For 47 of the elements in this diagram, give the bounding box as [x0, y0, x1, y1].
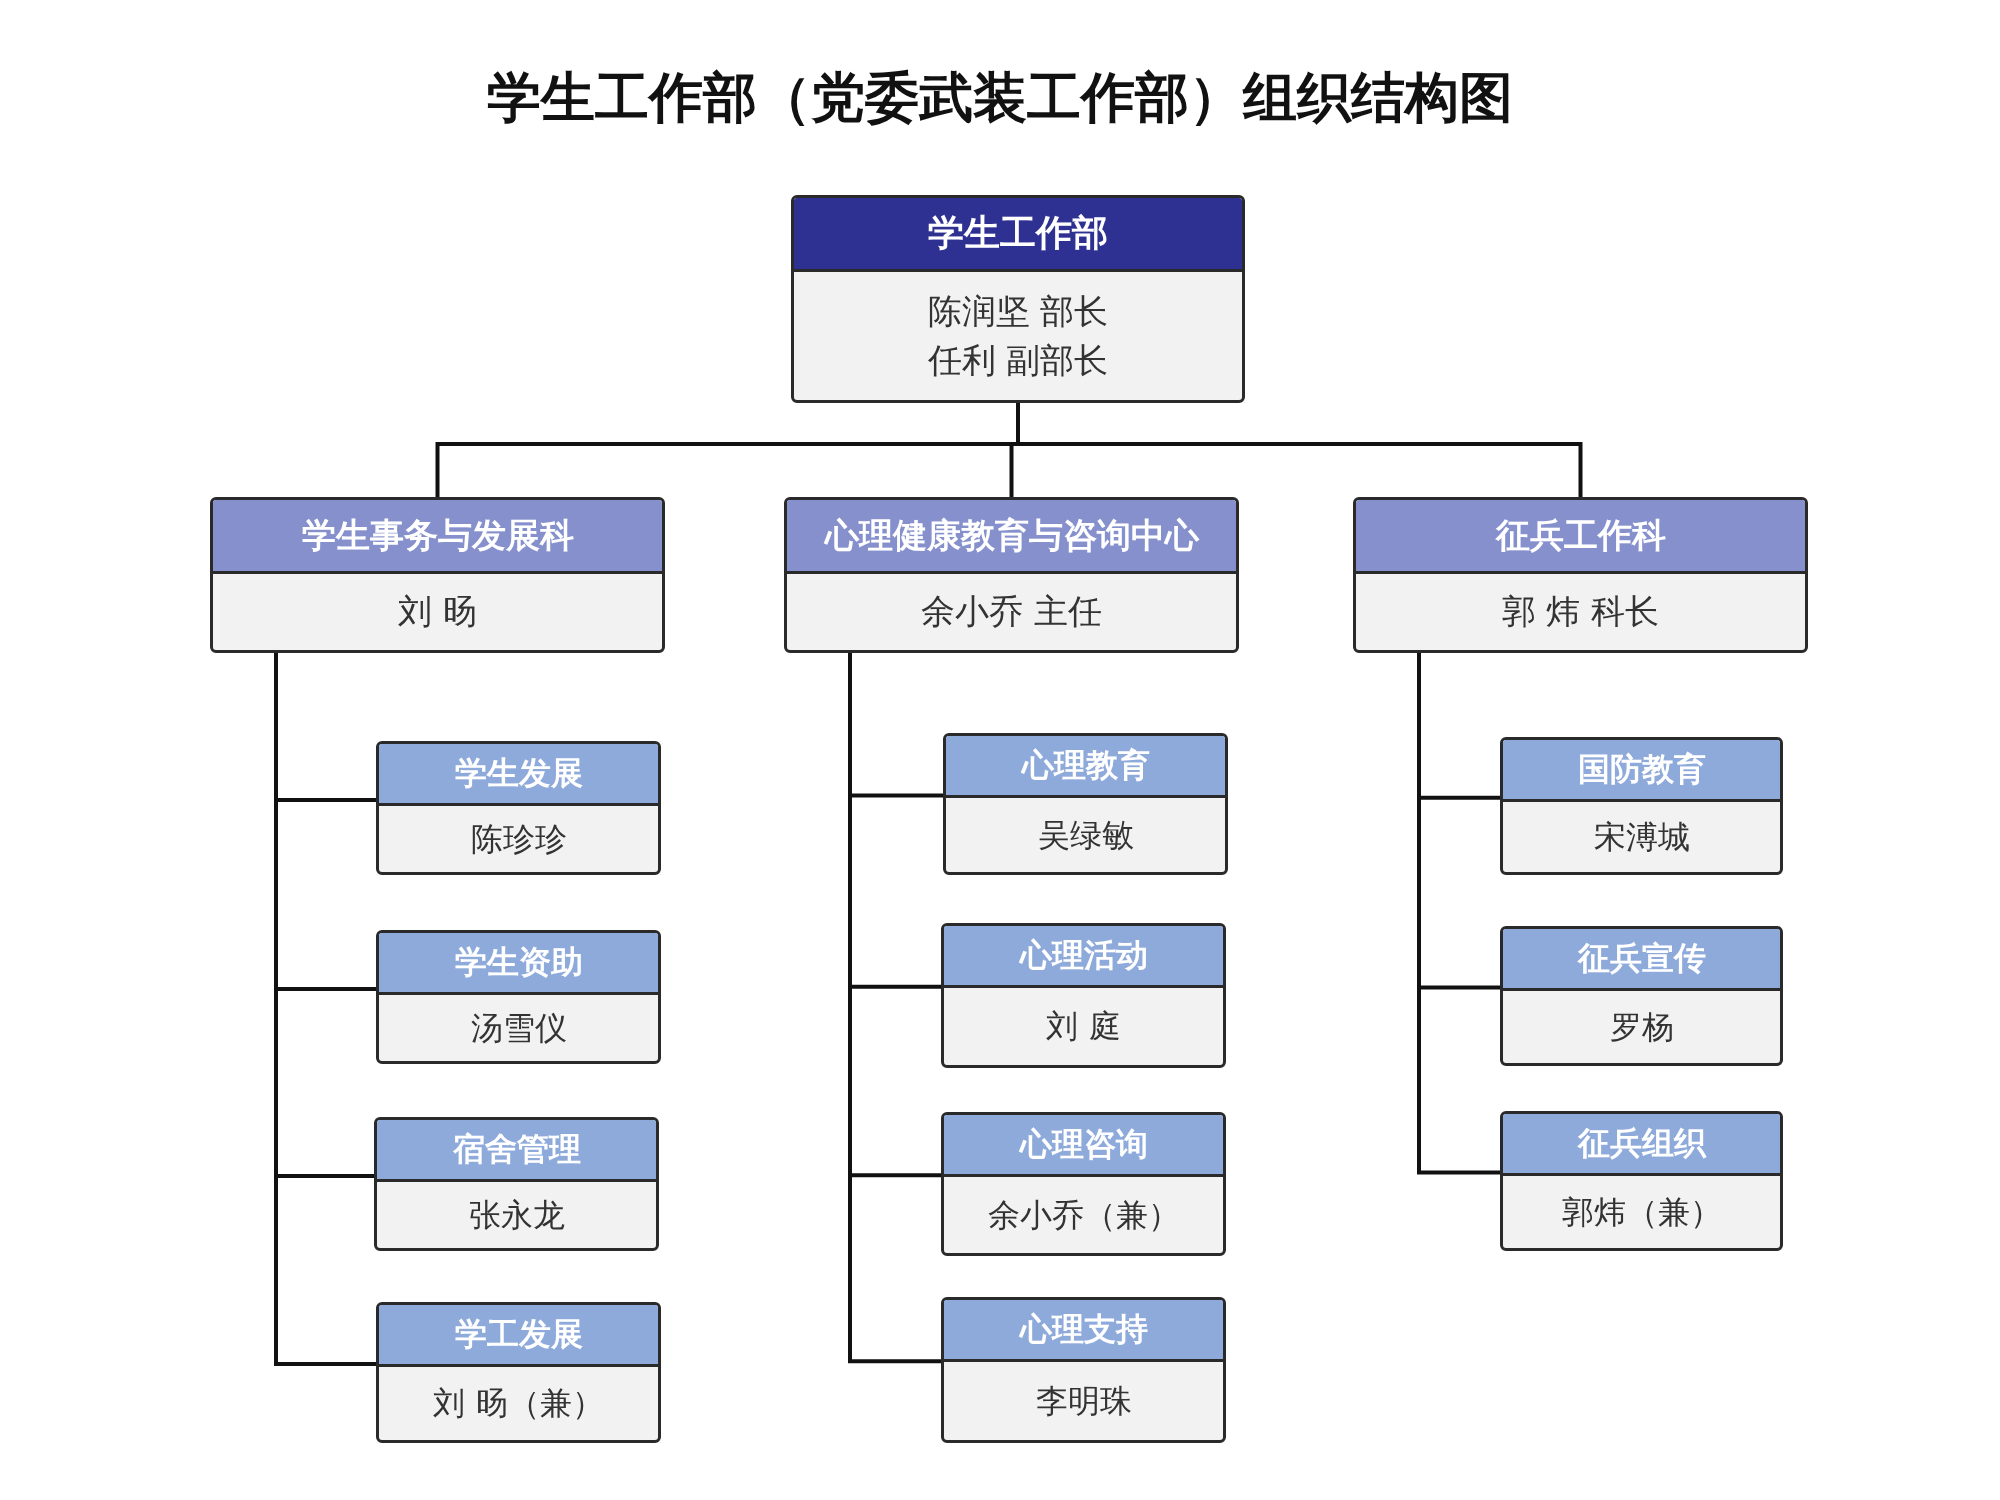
staff-name: 余小乔（兼） [987, 1194, 1180, 1236]
staff-name: 李明珠 [1035, 1380, 1132, 1422]
unit-title-bar: 学生资助 [379, 933, 658, 995]
unit-title-bar: 心理咨询 [944, 1115, 1223, 1177]
staff-name: 吴绿敏 [1037, 814, 1134, 856]
unit-title-bar: 国防教育 [1503, 740, 1780, 802]
staff-name: 刘 庭 [1046, 1006, 1121, 1048]
unit-title-bar: 心理支持 [944, 1300, 1223, 1362]
unit-title-bar: 心理教育 [946, 736, 1225, 798]
org-unit-box [941, 1297, 1226, 1443]
unit-title-bar: 学工发展 [379, 1305, 658, 1367]
staff-name: 宋溥城 [1593, 816, 1690, 858]
unit-title-bar: 学生发展 [379, 744, 658, 806]
unit-title-bar: 心理活动 [944, 926, 1223, 988]
staff-name: 汤雪仪 [470, 1007, 567, 1049]
unit-title-bar: 学生工作部 [794, 198, 1242, 272]
org-unit-box [1353, 497, 1808, 653]
staff-name: 刘 旸（兼） [433, 1383, 604, 1425]
org-unit-box [941, 1112, 1226, 1256]
org-unit-box [1500, 1111, 1783, 1251]
org-unit-box [374, 1117, 659, 1251]
org-unit-box [376, 1302, 661, 1443]
org-unit-box [210, 497, 665, 653]
staff-name: 任利 副部长 [927, 339, 1109, 382]
unit-title-bar: 征兵工作科 [1356, 500, 1805, 574]
staff-name: 郭 炜 科长 [1501, 590, 1660, 634]
org-unit-box [1500, 926, 1783, 1066]
unit-title-bar: 征兵组织 [1503, 1114, 1780, 1176]
unit-title-bar: 宿舍管理 [377, 1120, 656, 1182]
org-unit-box [943, 733, 1228, 875]
staff-name: 郭炜（兼） [1561, 1191, 1722, 1233]
unit-title-bar: 征兵宣传 [1503, 929, 1780, 991]
org-unit-box [791, 195, 1245, 403]
unit-title-bar: 学生事务与发展科 [213, 500, 662, 574]
unit-title-bar: 心理健康教育与咨询中心 [787, 500, 1236, 574]
staff-name: 张永龙 [468, 1194, 565, 1236]
org-unit-box [376, 930, 661, 1064]
chart-title: 学生工作部（党委武装工作部）组织结构图 [486, 65, 1514, 131]
staff-name: 陈润坚 部长 [927, 289, 1109, 333]
org-unit-box [941, 923, 1226, 1068]
org-unit-box [376, 741, 661, 875]
staff-name: 陈珍珍 [470, 818, 567, 860]
staff-name: 刘 旸 [398, 590, 477, 634]
org-unit-box [784, 497, 1239, 653]
staff-name: 罗杨 [1609, 1006, 1674, 1048]
staff-name: 余小乔 主任 [921, 590, 1102, 634]
org-unit-box [1500, 737, 1783, 875]
